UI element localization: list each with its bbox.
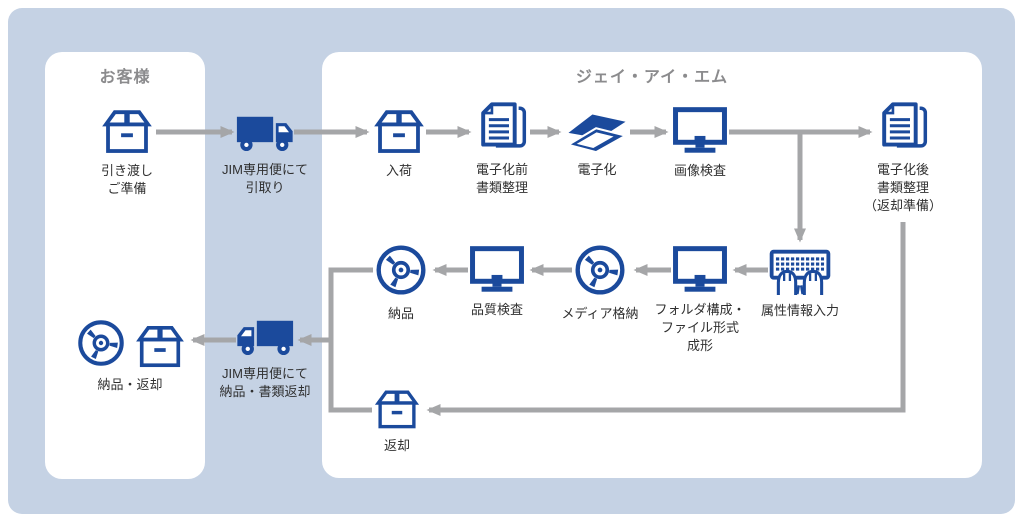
node-pre-digitization-sorting-label: 電子化前 書類整理 [475,162,528,195]
node-delivery-return-label: 納品・返却 [97,377,163,392]
node-delivery: 納品 [335,242,467,323]
node-digitization-label: 電子化 [577,162,617,177]
node-delivery-return: 納品・返却 [64,317,196,394]
node-digitization: 電子化 [531,108,663,179]
node-arrival-label: 入荷 [385,163,412,178]
box-icon [134,320,186,369]
box-icon [373,385,421,430]
truck-icon [236,114,294,154]
node-media-storage-label: メディア格納 [561,306,639,321]
node-post-digitization-sorting: 電子化後 書類整理 （返却準備） [837,101,969,215]
node-delivery-label: 納品 [387,306,414,321]
keyboard-icon [769,245,831,295]
node-arrival: 入荷 [333,104,465,180]
node-post-digitization-sorting-label: 電子化後 書類整理 （返却準備） [863,162,942,213]
cd-box-icon [75,317,186,369]
node-folder-structure-label: フォルダ構成・ ファイル形式 成形 [654,302,746,353]
cd-icon [75,317,127,369]
documents-icon [474,101,530,154]
monitor-icon [671,106,729,155]
node-quality-inspection: 品質検査 [431,245,563,319]
box-icon [372,104,426,155]
node-media-storage: メディア格納 [534,242,666,323]
node-attribute-input: 属性情報入力 [734,245,866,320]
node-pre-digitization-sorting: 電子化前 書類整理 [436,101,568,197]
box-icon [100,104,154,155]
customer-panel-title: お客様 [99,69,151,86]
node-quality-inspection-label: 品質検査 [470,302,523,317]
node-handover: 引き渡し ご準備 [61,104,193,198]
documents-icon [875,101,931,154]
cd-icon [572,242,628,298]
truck-icon [236,318,294,358]
monitor-icon [468,245,526,294]
node-return-box-label: 返却 [383,438,410,453]
scanner-icon [564,108,630,154]
node-attribute-input-label: 属性情報入力 [760,303,839,318]
node-pickup-truck: JIM専用便にて 引取り [199,114,331,197]
node-return-truck-label: JIM専用便にて 納品・書類返却 [219,366,311,399]
node-pickup-truck-label: JIM専用便にて 引取り [222,162,308,195]
company-panel-title: ジェイ・アイ・エム [575,69,729,86]
node-return-box: 返却 [331,385,463,455]
monitor-icon [671,245,729,294]
node-image-inspection: 画像検査 [634,106,766,180]
node-folder-structure: フォルダ構成・ ファイル形式 成形 [634,245,766,355]
node-return-truck: JIM専用便にて 納品・書類返却 [199,318,331,401]
cd-icon [373,242,429,298]
node-handover-label: 引き渡し ご準備 [100,163,153,196]
node-image-inspection-label: 画像検査 [673,163,726,178]
